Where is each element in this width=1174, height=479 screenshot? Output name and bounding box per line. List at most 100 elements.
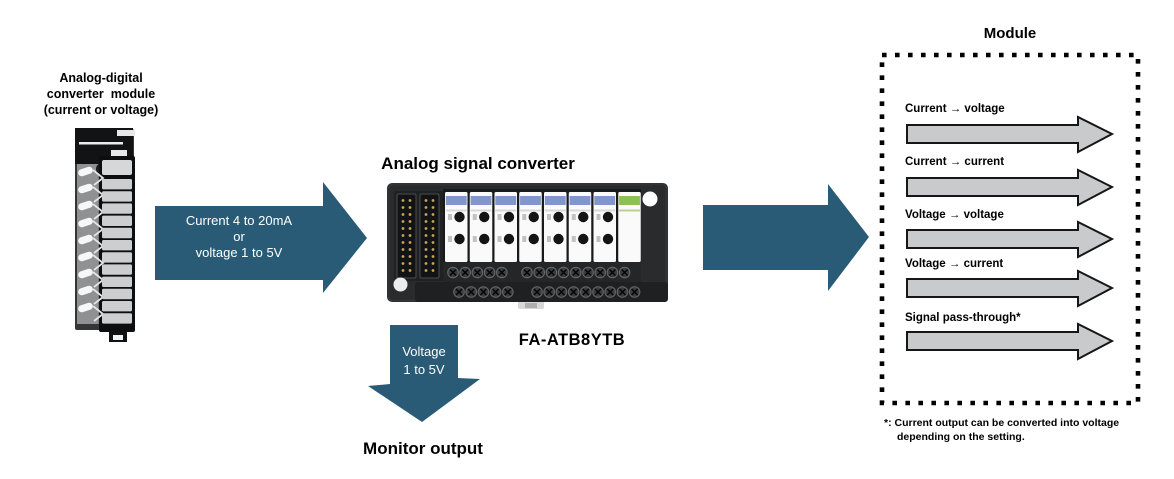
connector-pin: [408, 234, 412, 237]
connector-pin: [408, 248, 412, 251]
module-knob-mark: [472, 236, 477, 242]
connector-pin: [401, 262, 405, 265]
module-knob-mark: [571, 236, 576, 242]
module-knob-mark: [571, 214, 576, 220]
module-knob-mark: [522, 214, 527, 220]
module-knob: [479, 211, 490, 223]
converter-title: Analog signal converter: [381, 154, 575, 173]
connector-pin: [424, 199, 428, 202]
screw-slot: [486, 268, 494, 277]
module-knob-mark: [596, 214, 601, 220]
screw-slot: [582, 288, 590, 296]
module-band: [520, 196, 541, 205]
terminal-cover-plate: [102, 227, 132, 239]
monitor-output-label: Monitor output: [363, 439, 483, 458]
screw-slot: [467, 288, 475, 296]
connector-pin: [408, 213, 412, 216]
monitor-arrow: [368, 325, 480, 422]
connector-pin: [408, 220, 412, 223]
adc-top-line: [79, 142, 123, 145]
screw-slot: [621, 268, 629, 277]
footnote-line: depending on the setting.: [897, 430, 1025, 443]
terminal-cover-plate: [102, 240, 132, 251]
terminal-lug: [78, 285, 93, 296]
connector-pin: [431, 262, 435, 265]
connector-pin: [401, 255, 405, 258]
terminal-lug: [78, 234, 93, 245]
output-arrow: [703, 184, 869, 291]
mounting-hole: [393, 277, 408, 292]
screw-slot: [533, 288, 541, 296]
module-knob-mark: [547, 214, 551, 220]
ribbon-connector: [419, 193, 440, 279]
module-band: [470, 196, 492, 205]
conversion-arrow: [906, 115, 1115, 154]
conversion-arrows: [906, 115, 1115, 361]
terminal-cover-plate: [102, 179, 132, 190]
terminal-cover-cap: [102, 160, 132, 175]
terminal-cover-plate: [102, 191, 132, 202]
conversion-label: Current → current: [905, 156, 1005, 168]
module-knob-mark: [448, 214, 452, 220]
screw-slot: [560, 268, 568, 277]
connector-pin: [401, 206, 405, 209]
terminal-lug: [78, 302, 93, 313]
screw-slot: [606, 288, 614, 296]
screw-slot: [572, 268, 580, 277]
module-band: [445, 196, 467, 205]
connector-pin: [408, 199, 412, 202]
terminal-lug: [78, 268, 93, 279]
ribbon-connector: [396, 193, 417, 279]
screw-slot: [631, 288, 639, 296]
connector-pin: [401, 213, 405, 216]
screw-slot: [479, 288, 487, 296]
terminal-cover-plate: [102, 203, 132, 214]
connector-pin: [401, 227, 405, 230]
connector-pin: [431, 234, 435, 237]
wire-line: [92, 169, 105, 186]
terminal-cover-plate: [102, 313, 132, 324]
connector-pin: [431, 269, 435, 272]
module-knob: [553, 211, 564, 223]
terminal-cover-plate: [102, 288, 132, 300]
connector-pin: [401, 269, 405, 272]
connector-pin: [408, 262, 412, 265]
terminal-cover-plate: [102, 276, 132, 287]
screw-slot: [523, 268, 531, 277]
module-stripe: [445, 209, 467, 212]
connector-pin: [424, 206, 428, 209]
conversion-label: Signal pass-through*: [905, 312, 1021, 324]
terminal-screws: [447, 266, 641, 298]
module-band: [619, 196, 640, 205]
connector-pin: [424, 255, 428, 258]
screw-slot: [557, 288, 565, 296]
adc-top-tab: [117, 130, 135, 136]
monitor-arrow-label: Voltage 1 to 5V: [402, 343, 445, 378]
connector-pins: [401, 199, 435, 272]
connector-pin: [401, 234, 405, 237]
module-knob: [479, 233, 490, 245]
module-box-footnote: *: Current output can be converted into …: [884, 417, 1119, 444]
adc-terminal-covers: [102, 160, 132, 324]
connector-pin: [431, 199, 435, 202]
input-arrow-label-line: voltage 1 to 5V: [195, 245, 283, 260]
connector-pin: [408, 241, 412, 244]
connector-pin: [424, 241, 428, 244]
screw-slot: [461, 268, 469, 277]
terminal-lug: [78, 200, 93, 211]
connector-pin: [424, 262, 428, 265]
screw-slot: [455, 288, 463, 296]
adc-module-illustration: [75, 128, 135, 342]
screw-slot: [547, 268, 555, 277]
module-knob: [454, 211, 465, 223]
connector-pin: [431, 213, 435, 216]
module-knob: [602, 233, 614, 245]
wire-line: [92, 254, 105, 271]
module-knob: [503, 211, 515, 223]
input-arrow: [155, 182, 367, 293]
screw-slot: [584, 268, 592, 277]
input-arrow-label: Current 4 to 20mA or voltage 1 to 5V: [186, 213, 292, 261]
module-knob-mark: [497, 236, 502, 242]
screw-slot: [608, 268, 616, 277]
